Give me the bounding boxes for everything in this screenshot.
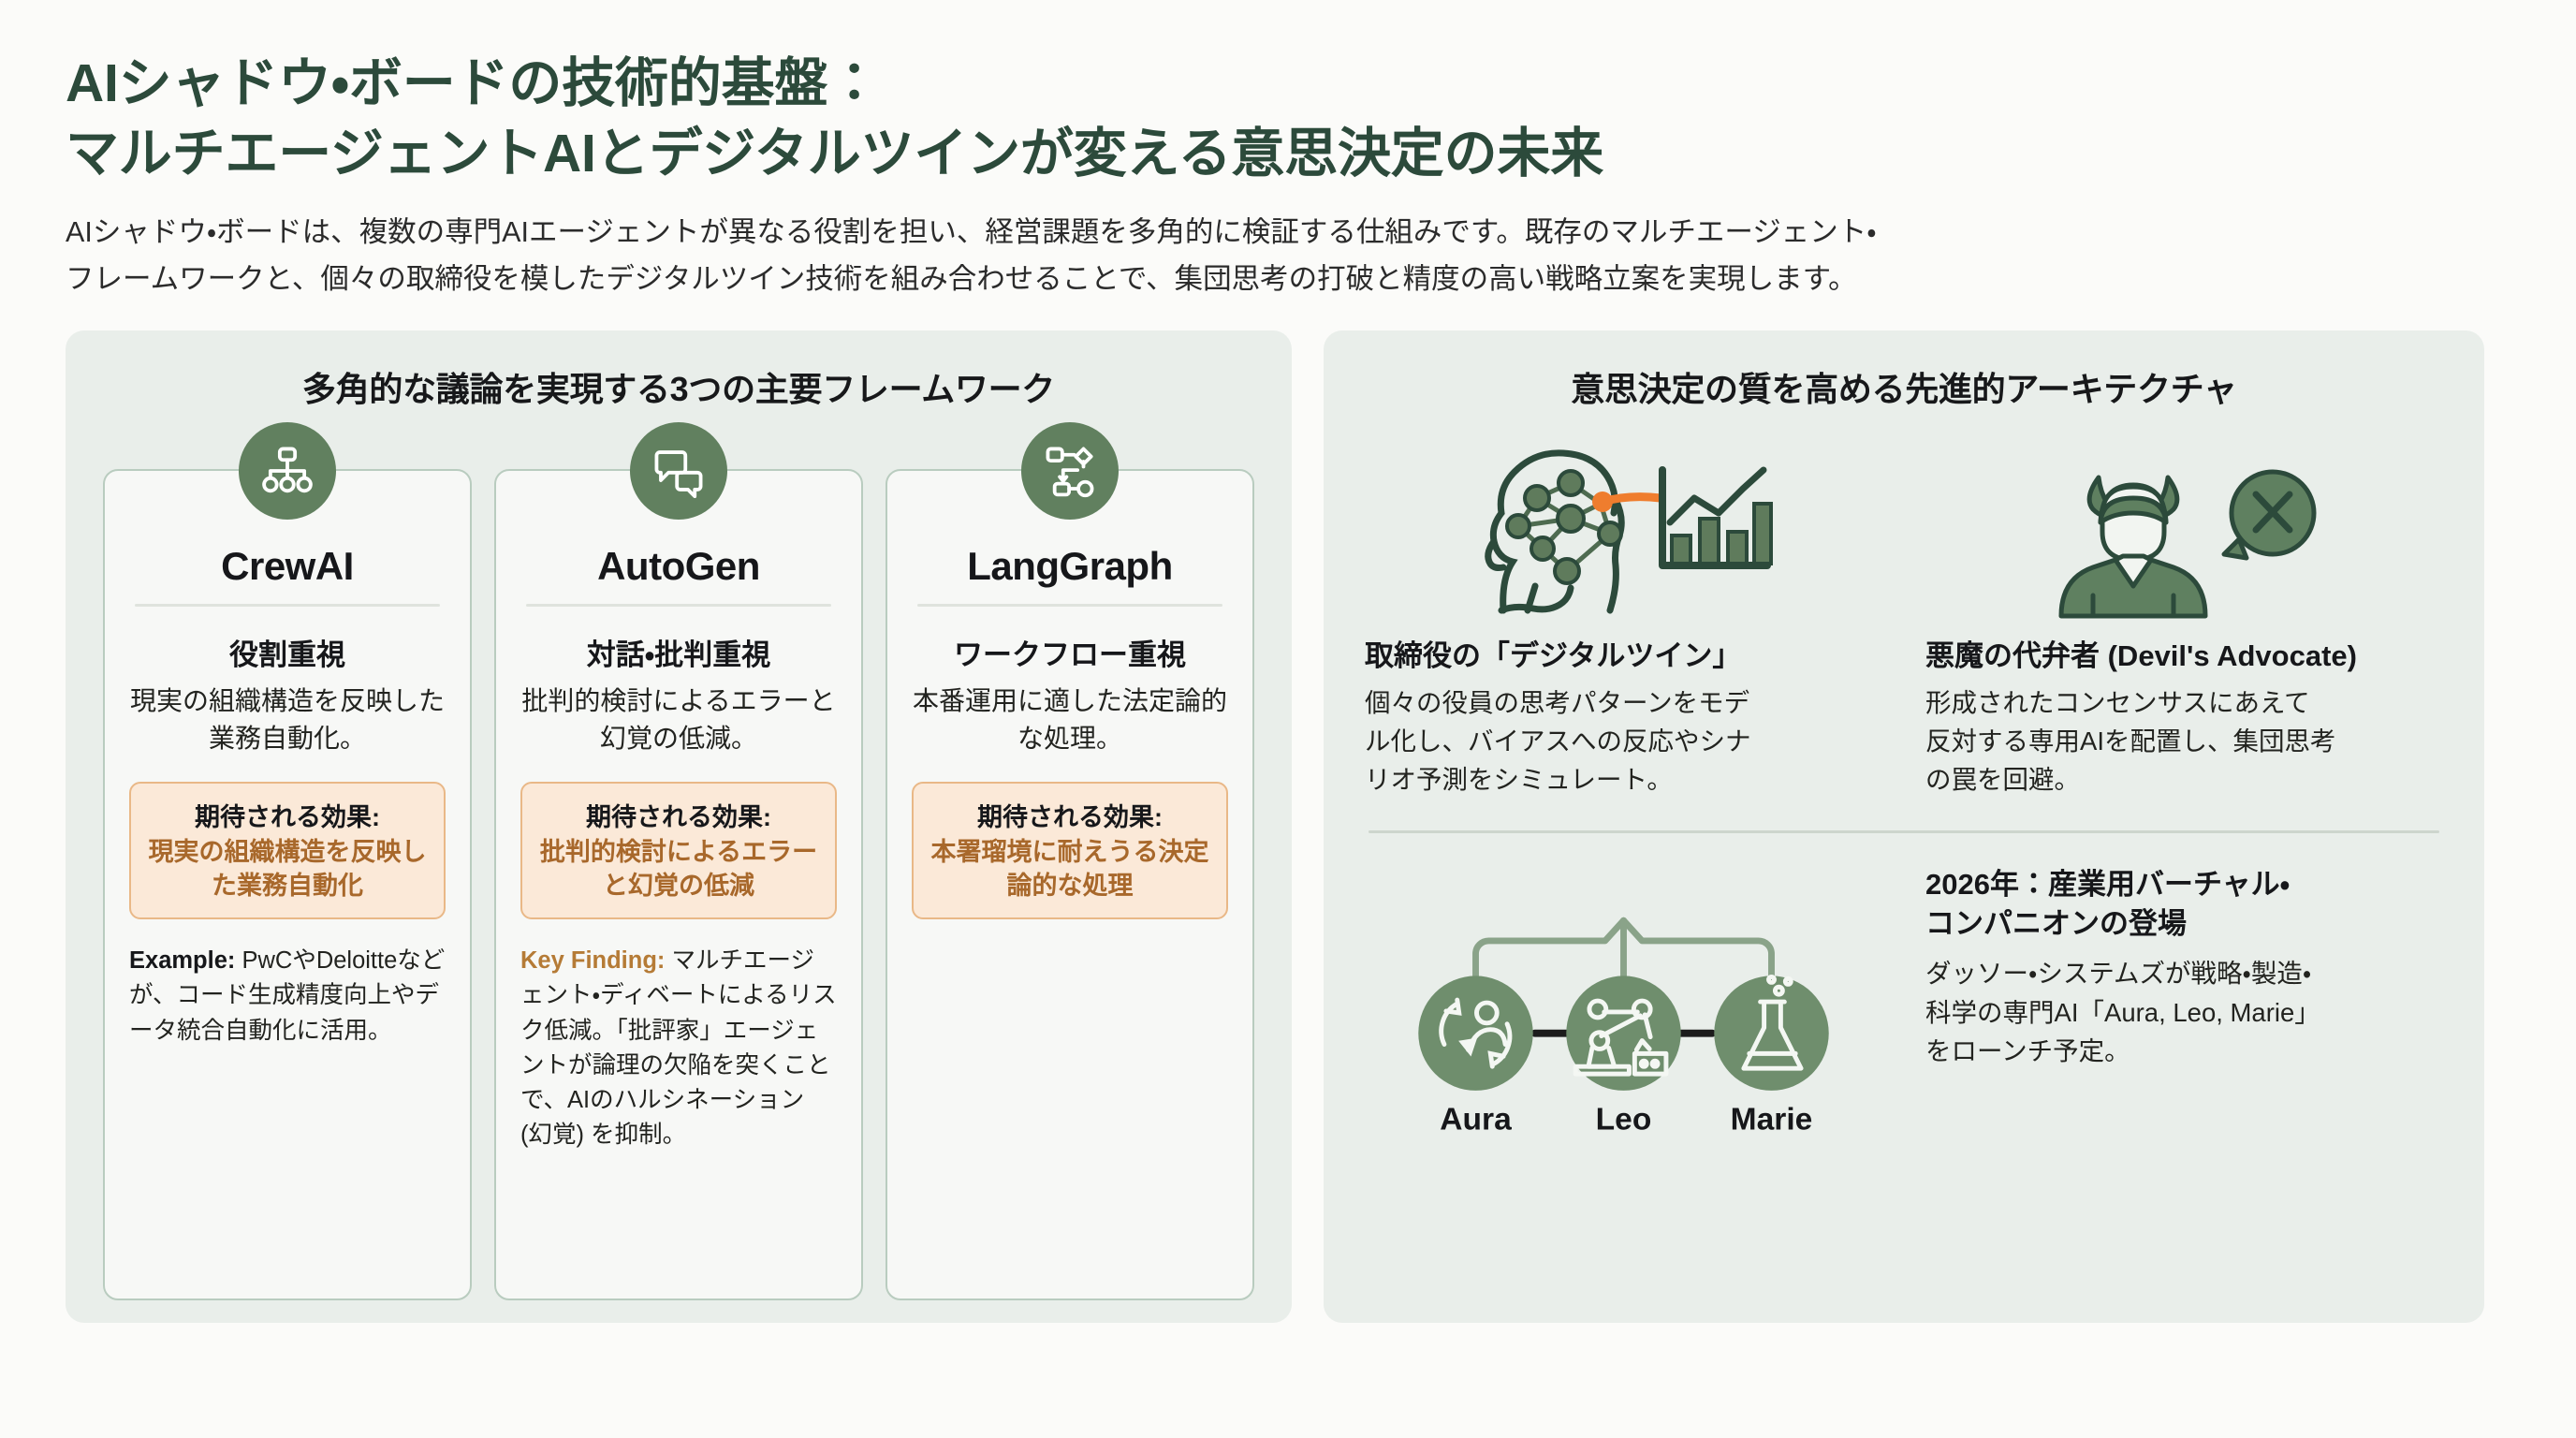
hierarchy-icon xyxy=(239,422,336,521)
architecture-block-devils-advocate: 悪魔の代弁者 (Devil's Advocate) 形成されたコンセンサスにあえ… xyxy=(1925,443,2443,799)
future-body-line-3: をローンチ予定。 xyxy=(1925,1035,2130,1065)
frameworks-panel-title: 多角的な議論を実現する3つの主要フレームワーク xyxy=(301,370,1056,409)
block-heading: 悪魔の代弁者 (Devil's Advocate) xyxy=(1925,639,2357,673)
future-heading: 2026年：産業用バーチャル・ コンパニオンの登場 xyxy=(1925,865,2443,943)
agent-node-marie xyxy=(1714,976,1829,1092)
future-body-line-1: ダッソー・システムズが戦略・製造・ xyxy=(1925,959,2312,989)
card-focus: 対話・批判重視 xyxy=(586,638,771,672)
title-line-1: AIシャドウ・ボードの技術的基盤： xyxy=(66,53,881,113)
body-line-2: 反対する専用AIを配置し、集団思考 xyxy=(1925,726,2336,756)
card-focus: 役割重視 xyxy=(229,638,345,672)
expected-effect-box: 期待される効果: 批判的検討によるエラーと幻覚の低減 xyxy=(520,781,837,920)
title-line-2: マルチエージェントAIとデジタルツインが変える意思決定の未来 xyxy=(66,124,1604,184)
effect-label: 期待される効果: xyxy=(977,802,1163,831)
effect-value: 本署瑠境に耐えうる決定論的な処理 xyxy=(930,837,1209,900)
page-title: AIシャドウ・ボードの技術的基盤： マルチエージェントAIとデジタルツインが変え… xyxy=(66,49,2510,189)
effect-value: 現実の組織構造を反映した業務自動化 xyxy=(148,837,427,900)
framework-card-langgraph[interactable]: LangGraph ワークフロー重視 本番運用に適した法定論的な処理。 期待され… xyxy=(886,422,1254,1301)
chat-bubbles-icon xyxy=(630,422,727,521)
intro-line-2: フレームワークと、個々の取締役を模したデジタルツイン技術を組み合わせることで、集… xyxy=(66,262,1857,295)
card-divider xyxy=(526,604,831,608)
card-description: 批判的検討によるエラーと幻覚の低減。 xyxy=(521,686,836,754)
architecture-block-digital-twin: 取締役の「デジタルツイン」 個々の役員の思考パターンをモデ ル化し、バイアスへの… xyxy=(1365,443,1882,799)
lower-row: Aura Leo Marie 2026年：産業用バーチャル・ コンパニオンの登場… xyxy=(1365,858,2443,1148)
note-text: マルチエージェント・ディベートによるリスク低減。「批評家」エージェントが論理の欠… xyxy=(520,947,837,1149)
agent-label-marie: Marie xyxy=(1731,1103,1813,1137)
note-key: Example: xyxy=(129,947,236,975)
card-name: CrewAI xyxy=(221,544,354,589)
card-divider xyxy=(917,604,1222,608)
intro-paragraph: AIシャドウ・ボードは、複数の専門AIエージェントが異なる役割を担い、経営課題を… xyxy=(66,210,2462,302)
agent-label-aura: Aura xyxy=(1440,1103,1512,1137)
future-heading-line-2: コンパニオンの登場 xyxy=(1925,906,2187,940)
block-body: 形成されたコンセンサスにあえて 反対する専用AIを配置し、集団思考 の罠を回避。 xyxy=(1925,683,2443,800)
effect-label: 期待される効果: xyxy=(586,802,771,831)
note-text: PwCやDeloitteなどが、コード生成精度向上やデータ統合自動化に活用。 xyxy=(129,947,446,1044)
block-body: 個々の役員の思考パターンをモデ ル化し、バイアスへの反応やシナ リオ予測をシミュ… xyxy=(1365,683,1882,800)
brain-chart-icon xyxy=(1365,443,1882,621)
body-line-1: 個々の役員の思考パターンをモデ xyxy=(1365,687,1750,717)
flowchart-icon xyxy=(1021,422,1119,521)
body-line-3: の罠を回避。 xyxy=(1925,765,2080,795)
framework-cards: CrewAI 役割重視 現実の組織構造を反映した業務自動化。 期待される効果: … xyxy=(95,422,1262,1301)
card-description: 現実の組織構造を反映した業務自動化。 xyxy=(129,686,445,754)
block-heading: 取締役の「デジタルツイン」 xyxy=(1365,639,1742,673)
agent-label-leo: Leo xyxy=(1596,1103,1652,1137)
framework-card-autogen[interactable]: AutoGen 対話・批判重視 批判的検討によるエラーと幻覚の低減。 期待される… xyxy=(494,422,863,1301)
body-line-2: ル化し、バイアスへの反応やシナ xyxy=(1365,726,1751,756)
future-body-line-2: 科学の専門AI「Aura, Leo, Marie」 xyxy=(1925,997,2320,1027)
card-name: LangGraph xyxy=(967,544,1173,589)
future-heading-line-1: 2026年：産業用バーチャル・ xyxy=(1925,868,2291,902)
intro-line-1: AIシャドウ・ボードは、複数の専門AIエージェントが異なる役割を担い、経営課題を… xyxy=(66,216,1877,249)
panels-row: 多角的な議論を実現する3つの主要フレームワーク xyxy=(66,330,2510,1324)
panel-divider xyxy=(1368,830,2439,834)
expected-effect-box: 期待される効果: 本署瑠境に耐えうる決定論的な処理 xyxy=(912,781,1228,920)
agents-graph: Aura Leo Marie xyxy=(1365,867,1882,1148)
devil-advocate-icon xyxy=(1925,443,2443,621)
architecture-panel: 意思決定の質を高める先進的アーキテクチャ xyxy=(1324,330,2484,1324)
architecture-panel-title: 意思決定の質を高める先進的アーキテクチャ xyxy=(1571,370,2237,409)
card-note: Example: PwCやDeloitteなどが、コード生成精度向上やデータ統合… xyxy=(129,944,446,1049)
card-divider xyxy=(135,604,440,608)
framework-card-crewai[interactable]: CrewAI 役割重視 現実の組織構造を反映した業務自動化。 期待される効果: … xyxy=(103,422,472,1301)
card-description: 本番運用に適した法定論的な処理。 xyxy=(912,686,1227,754)
card-name: AutoGen xyxy=(597,544,760,589)
card-note: Key Finding: マルチエージェント・ディベートによるリスク低減。「批評… xyxy=(520,944,837,1152)
effect-label: 期待される効果: xyxy=(195,802,380,831)
body-line-1: 形成されたコンセンサスにあえて xyxy=(1925,687,2310,717)
future-outlook-block: 2026年：産業用バーチャル・ コンパニオンの登場 ダッソー・システムズが戦略・… xyxy=(1925,858,2443,1148)
note-key: Key Finding: xyxy=(520,947,666,975)
future-body: ダッソー・システムズが戦略・製造・ 科学の専門AI「Aura, Leo, Mar… xyxy=(1925,954,2443,1070)
body-line-3: リオ予測をシミュレート。 xyxy=(1365,765,1673,795)
expected-effect-box: 期待される効果: 現実の組織構造を反映した業務自動化 xyxy=(129,781,446,920)
effect-value: 批判的検討によるエラーと幻覚の低減 xyxy=(539,837,818,900)
card-focus: ワークフロー重視 xyxy=(954,638,1186,672)
agents-diagram: Aura Leo Marie xyxy=(1365,858,1882,1148)
frameworks-panel: 多角的な議論を実現する3つの主要フレームワーク xyxy=(66,330,1292,1324)
architecture-blocks: 取締役の「デジタルツイン」 個々の役員の思考パターンをモデ ル化し、バイアスへの… xyxy=(1365,443,2443,799)
